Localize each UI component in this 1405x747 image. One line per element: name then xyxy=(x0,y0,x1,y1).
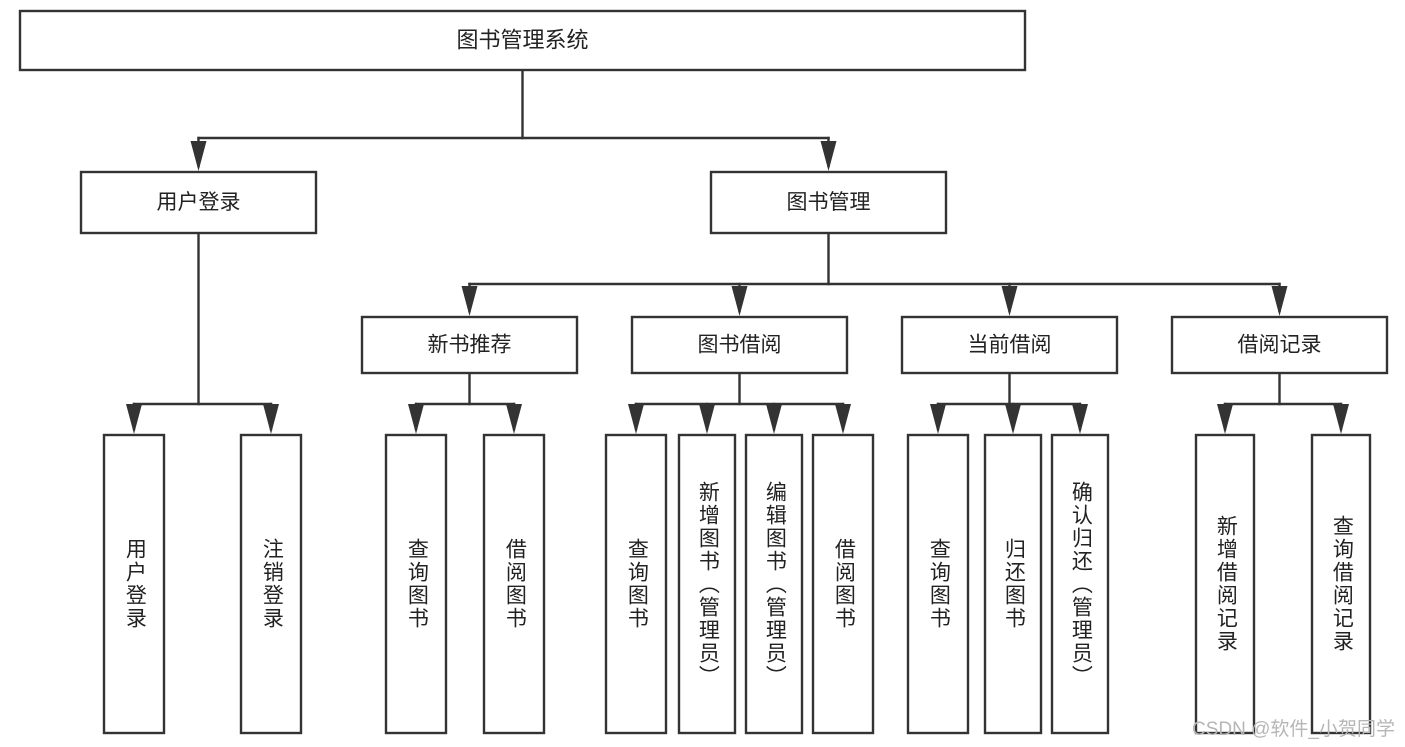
arrow-head-icon-leaf-confirm-return xyxy=(1072,404,1088,434)
arrow-head-icon-leaf-return-book xyxy=(1005,404,1021,434)
arrow-head-icon-leaf-query-book-1 xyxy=(408,404,424,434)
arrow-head-icon-new-book-rec xyxy=(461,286,478,316)
node-label-user-login: 用户登录 xyxy=(157,191,241,214)
node-box-book-borrow[interactable] xyxy=(630,315,849,375)
boxes-layer xyxy=(18,9,1389,735)
node-box-leaf-query-record[interactable] xyxy=(1310,433,1372,735)
node-label-borrow-record: 借阅记录 xyxy=(1238,334,1322,357)
arrow-head-icon-leaf-query-book-3 xyxy=(930,404,946,434)
arrow-head-icon-leaf-user-logout xyxy=(263,404,279,434)
node-label-new-book-rec: 新书推荐 xyxy=(428,334,512,357)
node-box-book-manage[interactable] xyxy=(709,170,948,235)
node-box-leaf-edit-book[interactable] xyxy=(744,433,804,735)
arrow-head-icon-leaf-add-book xyxy=(699,404,715,434)
arrow-head-icon-current-borrow xyxy=(1001,286,1018,316)
node-box-borrow-record[interactable] xyxy=(1170,315,1389,375)
arrow-head-icon-leaf-edit-book xyxy=(766,404,782,434)
node-box-leaf-borrow-book-1[interactable] xyxy=(482,433,546,735)
node-label-current-borrow: 当前借阅 xyxy=(968,334,1052,357)
connectors-layer xyxy=(126,68,1349,434)
node-label-book-manage: 图书管理 xyxy=(787,191,871,214)
node-box-leaf-query-book-3[interactable] xyxy=(906,433,970,735)
node-box-leaf-confirm-return[interactable] xyxy=(1050,433,1110,735)
arrow-head-icon-user-login xyxy=(190,141,207,171)
arrow-head-icon-leaf-query-book-2 xyxy=(628,404,644,434)
node-box-current-borrow[interactable] xyxy=(900,315,1119,375)
node-box-leaf-query-book-2[interactable] xyxy=(604,433,668,735)
node-box-root[interactable] xyxy=(18,9,1027,72)
node-box-leaf-add-record[interactable] xyxy=(1194,433,1256,735)
arrow-head-icon-leaf-add-record xyxy=(1217,404,1233,434)
node-box-leaf-query-book-1[interactable] xyxy=(384,433,448,735)
arrow-head-icon-book-manage xyxy=(820,141,837,171)
node-box-new-book-rec[interactable] xyxy=(360,315,579,375)
watermark-text: CSDN @软件_小贺同学 xyxy=(1192,719,1395,740)
node-box-user-login[interactable] xyxy=(79,170,318,235)
arrow-head-icon-leaf-borrow-book-2 xyxy=(835,404,851,434)
node-box-leaf-return-book[interactable] xyxy=(983,433,1043,735)
arrow-head-icon-borrow-record xyxy=(1271,286,1288,316)
arrow-head-icon-book-borrow xyxy=(731,286,748,316)
node-box-leaf-add-book[interactable] xyxy=(677,433,737,735)
node-box-leaf-user-logout[interactable] xyxy=(239,433,303,735)
node-label-book-borrow: 图书借阅 xyxy=(698,334,782,357)
arrow-head-icon-leaf-user-login xyxy=(126,404,142,434)
arrow-head-icon-leaf-borrow-book-1 xyxy=(506,404,522,434)
node-box-leaf-borrow-book-2[interactable] xyxy=(811,433,875,735)
node-label-root: 图书管理系统 xyxy=(456,27,588,52)
node-box-leaf-user-login[interactable] xyxy=(102,433,166,735)
arrow-head-icon-leaf-query-record xyxy=(1333,404,1349,434)
